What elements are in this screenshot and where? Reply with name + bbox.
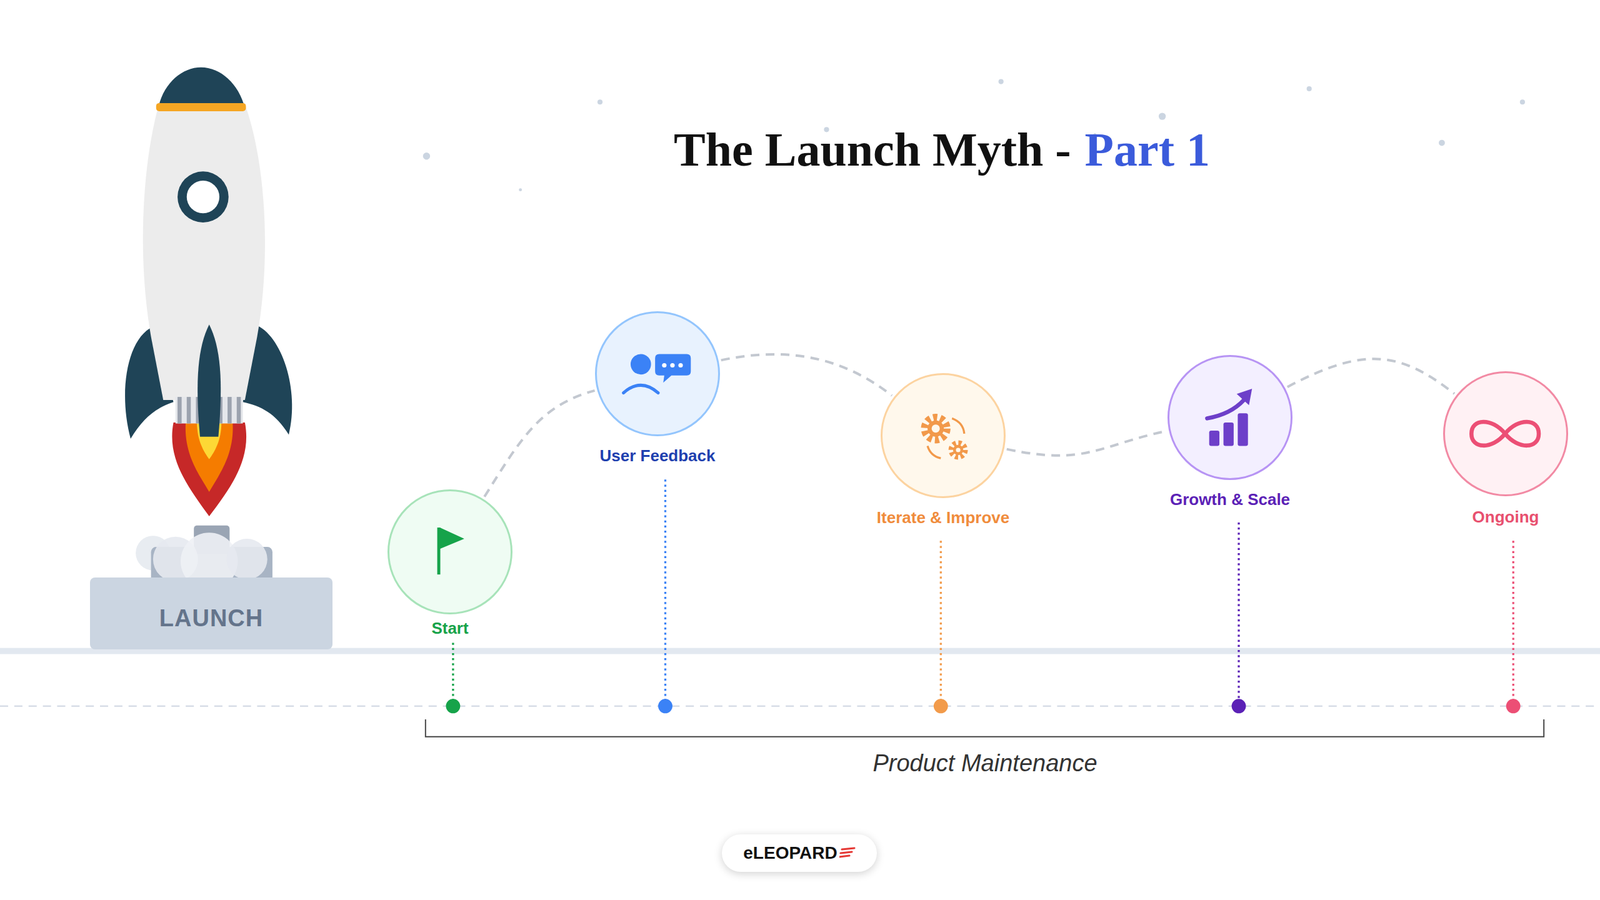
timeline-stems	[453, 479, 1514, 700]
bracket	[425, 719, 1544, 737]
pad-label: LAUNCH	[159, 605, 264, 632]
stage-label: Growth & Scale	[1167, 490, 1293, 510]
stage-label: User Feedback	[597, 446, 719, 466]
stage-label: Iterate & Improve	[874, 508, 1012, 528]
brand-mark	[839, 846, 856, 860]
stage-label: Start	[428, 618, 471, 639]
stage-label: Ongoing	[1470, 507, 1542, 527]
timeline	[0, 705, 1600, 707]
rocket	[125, 67, 292, 590]
bracket-label: Product Maintenance	[872, 750, 1097, 777]
title: The Launch Myth -	[673, 122, 1072, 177]
dashed-connector	[1006, 431, 1167, 456]
stage-circle: Start	[387, 489, 513, 615]
stage-circle: Ongoing	[1443, 371, 1569, 497]
infinity-icon	[1471, 421, 1539, 446]
brand-pill: eLEOPARD	[721, 834, 877, 872]
feedback-icon	[623, 354, 692, 394]
flag-icon	[438, 527, 465, 575]
timeline-dots	[445, 698, 1520, 714]
brand-name: eLEOPARD	[743, 843, 837, 864]
title-part: Part 1	[1085, 122, 1210, 177]
growth-icon	[1206, 388, 1252, 446]
launch-pad: LAUNCH	[90, 577, 333, 650]
gears-icon	[924, 417, 965, 459]
stage-circle: Growth & Scale	[1167, 355, 1293, 480]
stars	[423, 79, 1525, 192]
dashed-connector	[1287, 358, 1455, 394]
circle-fills	[388, 312, 1567, 614]
dashed-connector	[721, 354, 892, 396]
title-row: The Launch Myth -Part 1	[673, 122, 1210, 177]
stage-circle: User Feedback	[595, 311, 720, 437]
dashed-connector	[484, 390, 595, 497]
stage-circle: Iterate & Improve	[880, 373, 1006, 499]
